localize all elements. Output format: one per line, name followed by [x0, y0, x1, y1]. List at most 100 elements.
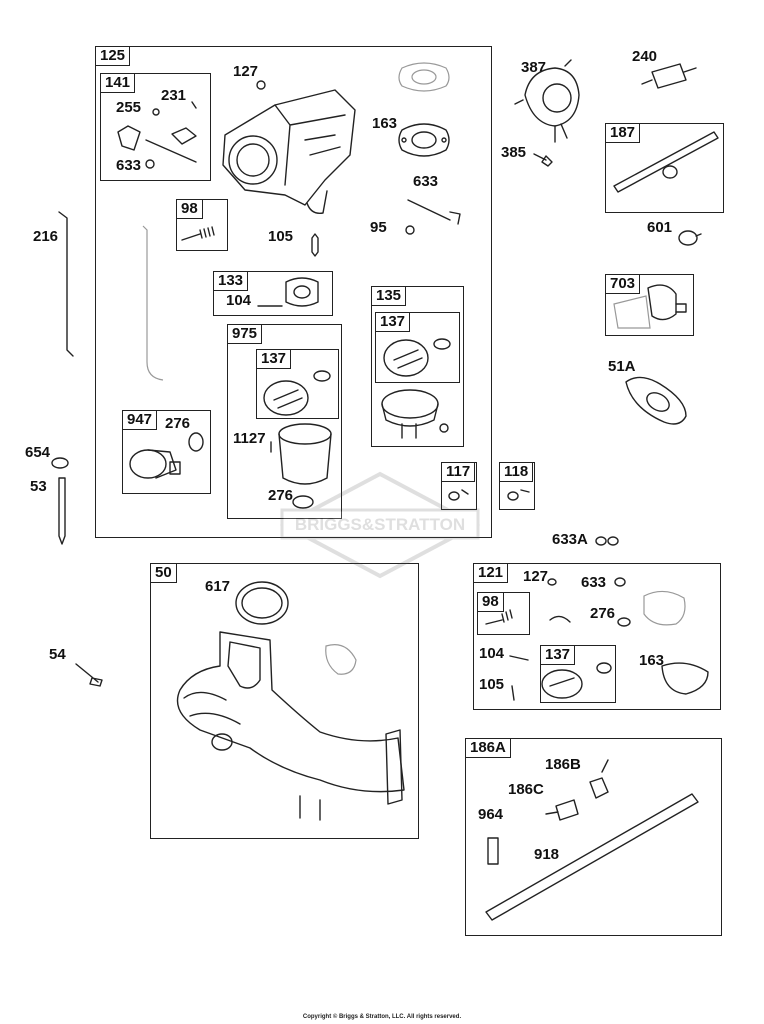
group-118-frame: 118: [499, 462, 535, 510]
group-186A-frame: 186A: [465, 738, 722, 936]
part-label-633[interactable]: 633: [116, 157, 142, 174]
part-tag-186A[interactable]: 186A: [465, 738, 511, 758]
part-label-163b[interactable]: 163: [639, 652, 665, 669]
part-label-216[interactable]: 216: [33, 228, 59, 245]
part-label-255[interactable]: 255: [116, 99, 142, 116]
fuel-pump-387-drawing[interactable]: [514, 59, 585, 145]
part-tag-98[interactable]: 98: [176, 199, 203, 219]
group-121-frame: 121: [473, 563, 721, 710]
screw-385-drawing[interactable]: [532, 150, 554, 168]
choke-link-drawing[interactable]: [135, 222, 171, 386]
carburetor-body-drawing[interactable]: [215, 80, 365, 215]
part-label-276b[interactable]: 276: [268, 487, 294, 504]
group-50-frame: 50: [150, 563, 419, 839]
part-tag-133[interactable]: 133: [213, 271, 249, 291]
part-tag-947[interactable]: 947: [122, 410, 158, 430]
part-label-633A[interactable]: 633A: [552, 531, 588, 548]
float-104-drawing[interactable]: [256, 274, 326, 312]
fittings-186-drawing[interactable]: [480, 752, 716, 928]
diaphragm-137b-drawing[interactable]: [258, 366, 338, 418]
group-137b-frame: 137: [256, 349, 339, 419]
screw-117-drawing[interactable]: [446, 484, 472, 504]
copyright-notice: Copyright © Briggs & Stratton, LLC. All …: [302, 1014, 462, 1020]
part-label-105b[interactable]: 105: [479, 676, 505, 693]
part-label-53[interactable]: 53: [30, 478, 47, 495]
part-tag-50[interactable]: 50: [150, 563, 177, 583]
part-tag-141[interactable]: 141: [100, 73, 136, 93]
nuts-633A-drawing[interactable]: [595, 535, 621, 547]
part-label-105[interactable]: 105: [268, 228, 294, 245]
part-label-240[interactable]: 240: [632, 48, 658, 65]
group-947-frame: 947: [122, 410, 211, 494]
throttle-shaft-drawing[interactable]: [404, 192, 464, 238]
clamp-601-drawing[interactable]: [676, 228, 702, 248]
part-label-617[interactable]: 617: [205, 578, 231, 595]
bowl-135-drawing[interactable]: [378, 384, 458, 444]
intake-manifold-50-drawing[interactable]: [160, 620, 412, 830]
solenoid-947-drawing[interactable]: [126, 430, 208, 490]
diaphragm-137a-drawing[interactable]: [378, 330, 458, 380]
part-tag-975[interactable]: 975: [227, 324, 263, 344]
parts-121-drawing[interactable]: [480, 576, 716, 702]
part-tag-118[interactable]: 118: [499, 462, 534, 482]
screw-54-drawing[interactable]: [72, 660, 106, 688]
part-label-163[interactable]: 163: [372, 115, 398, 132]
svg-text:BRIGGS&STRATTON: BRIGGS&STRATTON: [295, 515, 465, 534]
screw-spring-98-drawing[interactable]: [180, 224, 220, 246]
part-tag-137c[interactable]: 137: [540, 645, 576, 665]
fuel-line-187-drawing[interactable]: [610, 126, 722, 198]
part-label-186C[interactable]: 186C: [508, 781, 544, 798]
group-125-frame: 125: [95, 46, 492, 538]
group-137c-frame: 137: [540, 645, 616, 703]
part-label-385[interactable]: 385: [501, 144, 527, 161]
group-133-frame: 133: [213, 271, 333, 316]
o-ring-617-drawing[interactable]: [232, 578, 292, 628]
group-187-frame: 187: [605, 123, 724, 213]
part-label-51A[interactable]: 51A: [608, 358, 636, 375]
group-98-frame: 98: [176, 199, 228, 251]
part-label-964[interactable]: 964: [478, 806, 504, 823]
part-label-1127[interactable]: 1127: [233, 430, 266, 447]
brand-watermark-logo: BRIGGS&STRATTON: [280, 471, 480, 579]
linkage-141-drawing[interactable]: [110, 96, 206, 172]
part-label-104[interactable]: 104: [226, 292, 252, 309]
screw-118-drawing[interactable]: [503, 484, 531, 504]
part-label-633b[interactable]: 633: [413, 173, 439, 190]
part-label-276a[interactable]: 276: [165, 415, 191, 432]
part-label-127[interactable]: 127: [233, 63, 259, 80]
fuel-filter-240-drawing[interactable]: [640, 58, 700, 94]
group-703-frame: 703: [605, 274, 694, 336]
part-label-54[interactable]: 54: [49, 646, 66, 663]
part-tag-137b[interactable]: 137: [256, 349, 292, 369]
part-label-276c[interactable]: 276: [590, 605, 616, 622]
gasket-163-drawing[interactable]: [396, 120, 452, 160]
part-label-231[interactable]: 231: [161, 87, 187, 104]
part-label-104b[interactable]: 104: [479, 645, 505, 662]
part-tag-98b[interactable]: 98: [477, 592, 504, 612]
part-label-186B[interactable]: 186B: [545, 756, 581, 773]
part-label-633c[interactable]: 633: [581, 574, 607, 591]
part-tag-121[interactable]: 121: [473, 563, 509, 583]
part-tag-137a[interactable]: 137: [375, 312, 411, 332]
gasket-51A-drawing[interactable]: [620, 372, 692, 428]
nut-654-drawing[interactable]: [50, 456, 70, 470]
group-141-frame: 141: [100, 73, 211, 181]
part-tag-135[interactable]: 135: [371, 286, 407, 306]
group-137a-frame: 137: [375, 312, 460, 383]
part-tag-117[interactable]: 117: [441, 462, 476, 482]
part-tag-187[interactable]: 187: [605, 123, 641, 143]
part-label-95[interactable]: 95: [370, 219, 387, 236]
part-label-918[interactable]: 918: [534, 846, 560, 863]
part-label-127b[interactable]: 127: [523, 568, 549, 585]
group-975-frame: 975: [227, 324, 342, 519]
governor-link-216-drawing[interactable]: [55, 210, 77, 360]
part-label-601[interactable]: 601: [647, 219, 673, 236]
air-intake-703-drawing[interactable]: [610, 280, 690, 332]
part-label-654[interactable]: 654: [25, 444, 51, 461]
part-tag-125[interactable]: 125: [95, 46, 131, 66]
bowl-975-drawing[interactable]: [265, 422, 337, 512]
needle-105-drawing[interactable]: [308, 232, 322, 258]
gasket-163-light-drawing[interactable]: [396, 60, 452, 94]
part-tag-703[interactable]: 703: [605, 274, 641, 294]
stud-53-drawing[interactable]: [54, 476, 70, 546]
